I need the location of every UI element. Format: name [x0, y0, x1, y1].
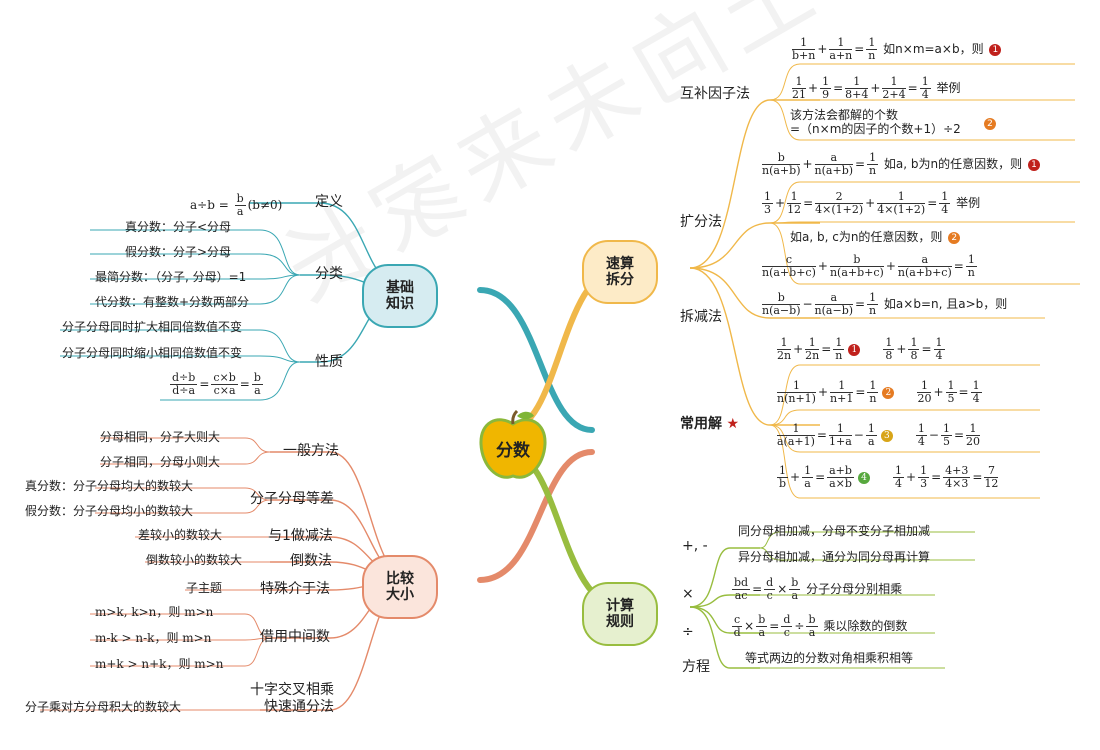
basics-node[interactable]: 基础 知识	[362, 264, 438, 328]
types-item-3: 最简分数：（分子, 分母）=1	[95, 270, 247, 284]
diffone-item: 差较小的数较大	[138, 528, 223, 542]
center-node[interactable]: 分数	[476, 410, 550, 484]
diffone-label: 与1做减法	[268, 528, 333, 544]
general-label: 一般方法	[283, 443, 339, 459]
middle-item-1: m>k, k>n，则 m>n	[95, 605, 214, 619]
eq-label: 方程	[682, 659, 710, 675]
compare-title: 比较 大小	[386, 570, 414, 603]
types-item-2: 假分数：分子>分母	[125, 245, 232, 259]
reciprocal-label: 倒数法	[290, 553, 332, 569]
complement-cond: 如n×m=a×b，则	[883, 42, 984, 56]
badge-1: 1	[989, 43, 1002, 56]
reciprocal-item: 倒数较小的数较大	[146, 553, 243, 567]
badge-6: 2	[882, 386, 895, 399]
special-label: 特殊介于法	[260, 581, 330, 597]
common-label: 常用解 ★	[680, 416, 739, 433]
sameterms-label: 分子分母等差	[250, 491, 334, 507]
common-text: 常用解	[680, 416, 722, 432]
mul-text: 分子分母分别相乘	[806, 582, 903, 596]
middle-item-2: m-k > n-k，则 m>n	[95, 631, 212, 645]
div-label: ÷	[682, 624, 694, 640]
badge-2: 2	[984, 118, 996, 130]
definition-label: 定义	[315, 194, 343, 210]
badge-8: 4	[857, 471, 870, 484]
middle-item-3: m+k > n+k，则 m>n	[95, 657, 224, 671]
badge-3: 1	[1027, 158, 1040, 171]
split-node[interactable]: 速算 拆分	[582, 240, 658, 304]
middle-label: 借用中间数	[260, 629, 330, 645]
special-item: 子主题	[186, 581, 223, 595]
mul-label: ×	[682, 586, 694, 602]
sameterms-item-2: 假分数：分子分母均小的数较大	[25, 504, 194, 518]
split-title: 速算 拆分	[606, 255, 634, 288]
general-item-1: 分母相同，分子大则大	[100, 430, 221, 444]
compare-node[interactable]: 比较 大小	[362, 555, 438, 619]
cross-label: 十字交叉相乘 快速通分法	[250, 682, 334, 715]
apple-shape	[479, 410, 547, 479]
addsub-item-1: 同分母相加减，分母不变分子相加减	[738, 524, 931, 538]
sameterms-item-1: 真分数：分子分母均大的数较大	[25, 479, 194, 493]
types-item-1: 真分数：分子<分母	[125, 220, 232, 234]
minus-label: 拆减法	[680, 309, 722, 325]
star-icon: ★	[726, 416, 740, 432]
calc-node[interactable]: 计算 规则	[582, 582, 658, 646]
complement-label: 互补因子法	[680, 86, 750, 102]
property-item-1: 分子分母同时扩大相同倍数值不变	[62, 320, 243, 334]
property-label: 性质	[315, 354, 343, 370]
cross-item: 分子乘对方分母积大的数较大	[25, 700, 182, 714]
expand-label: 扩分法	[680, 214, 722, 230]
types-label: 分类	[315, 266, 343, 282]
expand-cond-2: 如a, b, c为n的任意因数，则	[790, 230, 943, 244]
badge-4: 2	[948, 231, 961, 244]
div-text: 乘以除数的倒数	[823, 619, 908, 633]
basics-title: 基础 知识	[386, 279, 414, 312]
badge-7: 3	[880, 429, 893, 442]
complement-example: 举例	[936, 81, 961, 95]
addsub-label: +, -	[682, 538, 708, 554]
minus-cond: 如a×b=n, 且a>b，则	[883, 297, 1008, 311]
expand-example: 举例	[956, 196, 981, 210]
expand-cond-1: 如a, b为n的任意因数，则	[883, 157, 1023, 171]
complement-item-3: 该方法会都解的个数 =（n×m的因子的个数+1）÷2	[790, 108, 961, 137]
addsub-item-2: 异分母相加减，通分为同分母再计算	[738, 550, 931, 564]
property-item-2: 分子分母同时缩小相同倍数值不变	[62, 346, 243, 360]
expand-item-3: 如a, b, c为n的任意因数，则 2	[790, 230, 962, 244]
center-title: 分数	[496, 441, 530, 462]
types-item-4: 代分数：有整数+分数两部分	[95, 295, 250, 309]
calc-title: 计算 规则	[606, 597, 634, 630]
badge-5: 1	[848, 343, 861, 356]
general-item-2: 分子相同，分母小则大	[100, 455, 221, 469]
eq-item: 等式两边的分数对角相乘积相等	[745, 651, 914, 665]
